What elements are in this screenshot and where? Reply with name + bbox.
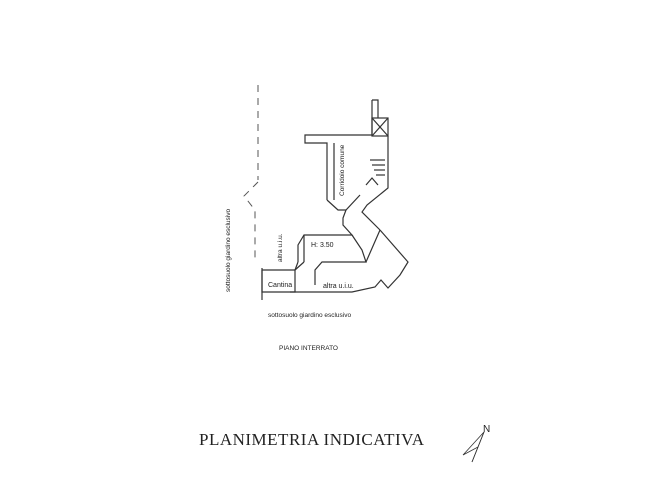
bottom-garden-label: sottosuolo giardino esclusivo [268, 312, 351, 319]
garden-boundary [243, 85, 259, 260]
cellar-label: Cantina [268, 282, 292, 289]
left-garden-label: sottosuolo giardino esclusivo [225, 209, 232, 292]
north-label: N [483, 424, 490, 435]
north-arrow-icon: N [462, 424, 490, 463]
corridor-label: Corridoio comune [339, 144, 346, 196]
floor-label: PIANO INTERRATO [279, 345, 338, 352]
other-unit-bottom-label: altra u.i.u. [323, 283, 354, 290]
height-label: H: 3.50 [311, 242, 334, 249]
building-walls [261, 99, 409, 300]
plan-title: PLANIMETRIA INDICATIVA [199, 430, 425, 449]
other-unit-vertical-label: altra u.i.u. [277, 233, 284, 262]
